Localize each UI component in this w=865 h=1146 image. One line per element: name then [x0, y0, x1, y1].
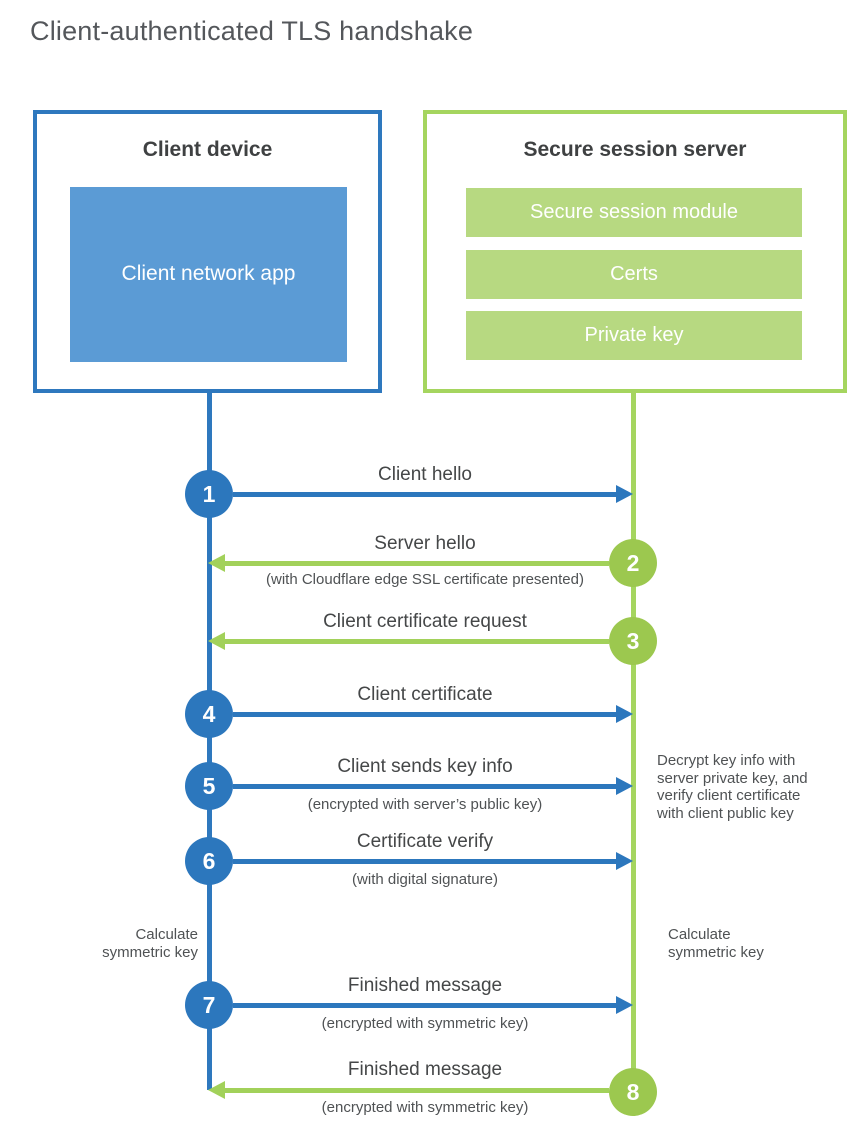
step-8-badge: 8	[609, 1068, 657, 1116]
step-5-label: Client sends key info	[337, 756, 513, 777]
secure-session-server-box: Secure session server Secure session mod…	[423, 110, 847, 393]
step-4-badge: 4	[185, 690, 233, 738]
step-5-arrowhead	[616, 777, 633, 795]
step-7-sublabel: (encrypted with symmetric key)	[321, 1015, 529, 1032]
server-calculate-symmetric-key-note: Calculate symmetric key	[668, 926, 764, 961]
step-4-label: Client certificate	[357, 684, 493, 705]
step-4-arrow	[233, 712, 617, 717]
server-module-private-key: Private key	[466, 311, 802, 360]
step-5-arrow	[233, 784, 617, 789]
step-8-arrowhead	[208, 1081, 225, 1099]
step-6-label: Certificate verify	[356, 831, 494, 852]
client-calculate-symmetric-key-note: Calculate symmetric key	[102, 926, 198, 961]
client-lifeline	[207, 391, 212, 1090]
step-7-arrowhead	[616, 996, 633, 1014]
step-2-sublabel: (with Cloudflare edge SSL certificate pr…	[266, 571, 584, 588]
step-5-sublabel: (encrypted with server’s public key)	[307, 796, 543, 813]
step-1-badge: 1	[185, 470, 233, 518]
step-3-arrowhead	[208, 632, 225, 650]
server-lifeline	[631, 391, 636, 1092]
step-1-arrow	[233, 492, 617, 497]
step-6-badge: 6	[185, 837, 233, 885]
step-2-label: Server hello	[374, 533, 476, 554]
client-device-box: Client device Client network app	[33, 110, 382, 393]
step-6-arrow	[233, 859, 617, 864]
step-7-label: Finished message	[347, 975, 503, 996]
step-7-badge: 7	[185, 981, 233, 1029]
step-8-sublabel: (encrypted with symmetric key)	[321, 1099, 529, 1116]
step-3-badge: 3	[609, 617, 657, 665]
step-4-arrowhead	[616, 705, 633, 723]
step-8-label: Finished message	[347, 1059, 503, 1080]
server-module-certs: Certs	[466, 250, 802, 299]
step-1-label: Client hello	[378, 464, 472, 485]
server-decrypt-key-info-note: Decrypt key info with server private key…	[657, 752, 808, 822]
step-6-sublabel: (with digital signature)	[352, 871, 498, 888]
step-3-arrow	[225, 639, 609, 644]
server-module-secure-session-module: Secure session module	[466, 188, 802, 237]
page-title: Client-authenticated TLS handshake	[30, 16, 474, 46]
step-2-arrow	[225, 561, 609, 566]
step-5-badge: 5	[185, 762, 233, 810]
step-2-arrowhead	[208, 554, 225, 572]
step-8-arrow	[225, 1088, 609, 1093]
step-3-label: Client certificate request	[323, 611, 527, 632]
secure-session-server-title: Secure session server	[523, 138, 747, 161]
step-6-arrowhead	[616, 852, 633, 870]
step-1-arrowhead	[616, 485, 633, 503]
step-7-arrow	[233, 1003, 617, 1008]
client-device-title: Client device	[142, 138, 273, 161]
client-network-app-box: Client network app	[70, 187, 347, 362]
step-2-badge: 2	[609, 539, 657, 587]
